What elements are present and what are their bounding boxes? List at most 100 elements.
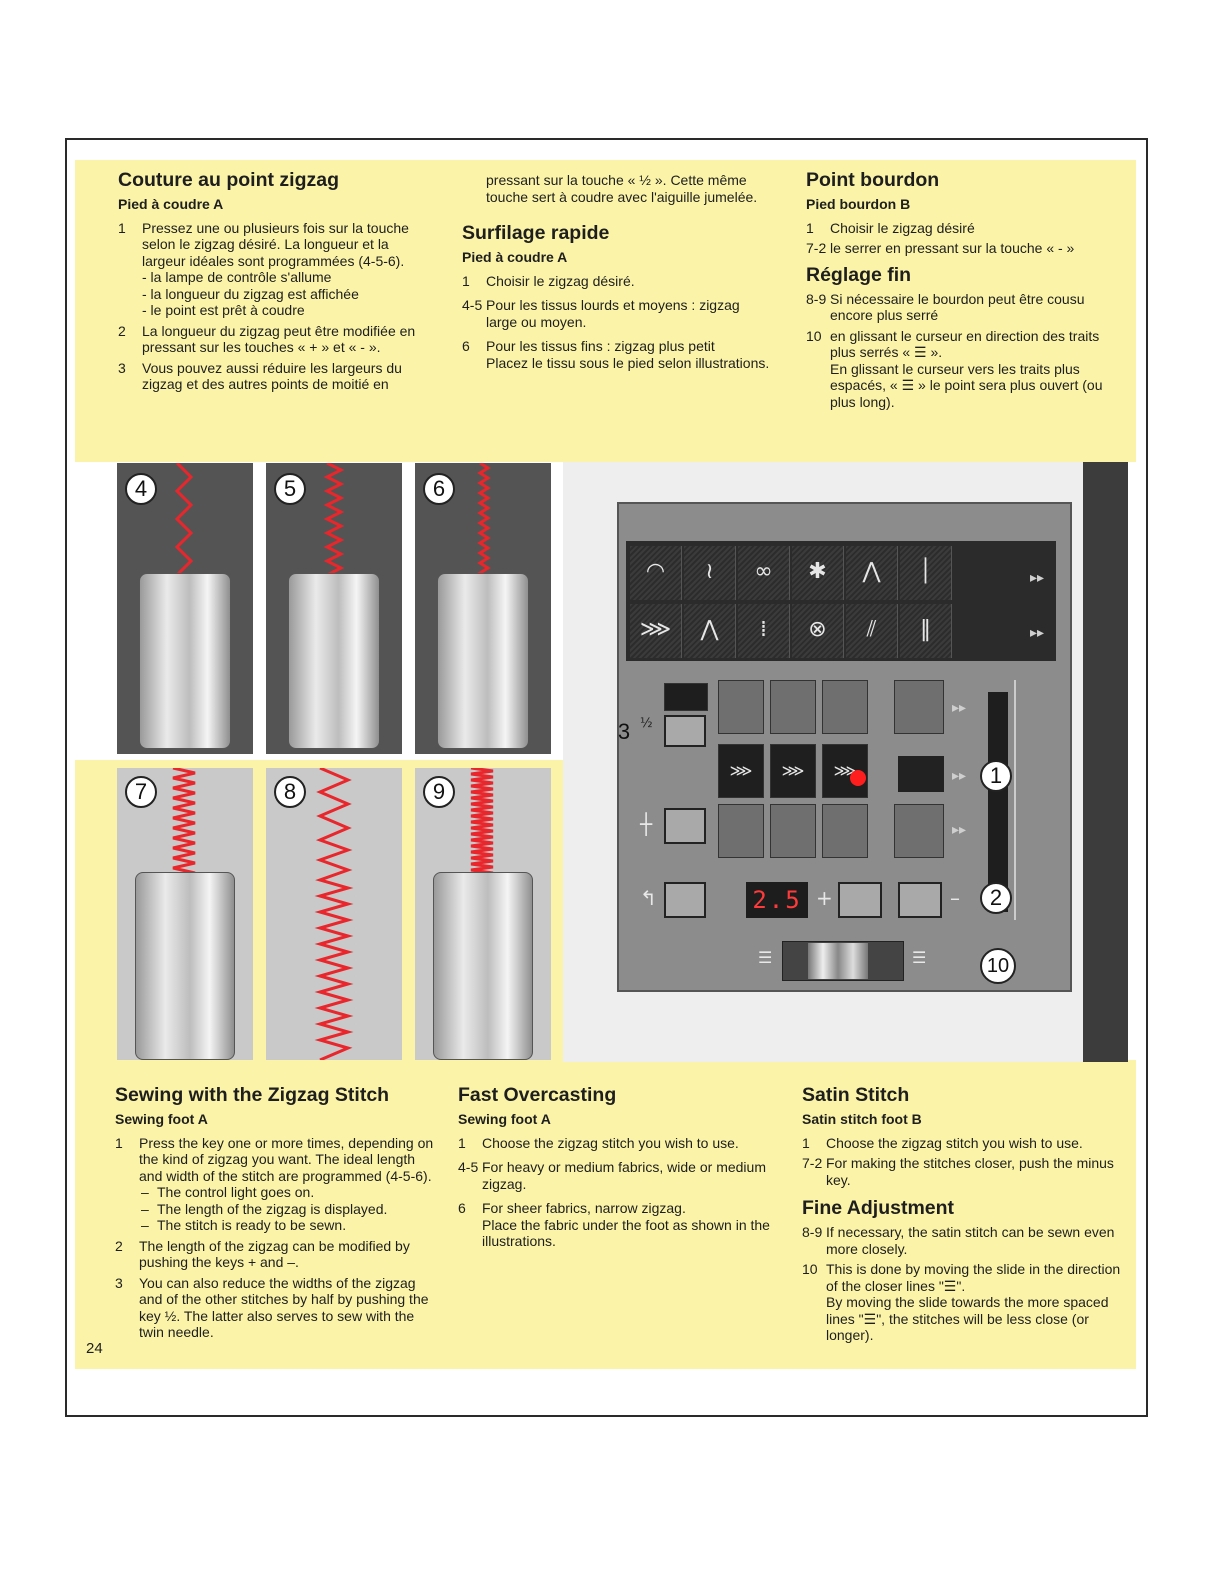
- stitch-length-display: 2.5: [746, 882, 808, 918]
- stitch-key-10[interactable]: ⊗: [792, 604, 844, 658]
- photo-badge-7: 7: [125, 776, 157, 808]
- plus-label: +: [816, 886, 833, 910]
- en-overcast-item-1: 1 Choose the zigzag stitch you wish to u…: [458, 1134, 739, 1151]
- half-key-label: ½: [640, 716, 653, 731]
- fr-satin-foot: Pied bourdon B: [806, 196, 911, 212]
- stitch-key-12[interactable]: ‖: [900, 604, 952, 658]
- fr-zigzag-item-1: 1 Pressez une ou plusieurs fois sur la t…: [118, 219, 409, 319]
- spaced-lines-icon: ☰: [912, 948, 927, 967]
- zigzag-key-1[interactable]: ⋙: [718, 744, 764, 798]
- stitch-key-5[interactable]: ⋀: [846, 546, 898, 600]
- buttonhole-key-3[interactable]: [822, 804, 868, 858]
- en-satin-item-2: 7-2 For making the stitches closer, push…: [802, 1155, 1114, 1188]
- stitch-key-3[interactable]: ∞: [738, 546, 790, 600]
- en-satin-foot: Satin stitch foot B: [802, 1111, 922, 1127]
- stitch-key-9[interactable]: ⁞: [738, 604, 790, 658]
- callout-1: 1: [980, 760, 1012, 792]
- fr-zigzag-item-2: 2 La longueur du zigzag peut être modifi…: [118, 322, 416, 356]
- fr-zigzag-title: Couture au point zigzag: [118, 169, 339, 191]
- en-zigzag-title: Sewing with the Zigzag Stitch: [115, 1084, 390, 1106]
- half-width-key[interactable]: [664, 715, 706, 747]
- plus-key[interactable]: [838, 882, 882, 918]
- program-key-1[interactable]: [718, 680, 764, 734]
- photo-7: 7: [117, 768, 253, 1060]
- program-key-4[interactable]: [894, 680, 944, 734]
- fr-fine-title: Réglage fin: [806, 263, 912, 286]
- en-zigzag-item-2: 2 The length of the zigzag can be modifi…: [115, 1237, 410, 1271]
- closer-lines-icon: ☰: [758, 948, 773, 967]
- buttonhole-key-2[interactable]: [770, 804, 816, 858]
- fr-overcast-item-2: 4-5 Pour les tissus lourds et moyens : z…: [462, 297, 740, 330]
- buttonhole-key-4[interactable]: [894, 804, 944, 858]
- stitch-key-2[interactable]: ≀: [684, 546, 736, 600]
- fr-continuation: pressant sur la touche « ½ ». Cette même…: [486, 172, 758, 205]
- row-arrow-1: ▸▸: [1030, 570, 1045, 586]
- fr-overcast-foot: Pied à coudre A: [462, 249, 568, 265]
- fr-zigzag-foot: Pied à coudre A: [118, 196, 224, 212]
- fr-satin-item-2: 7-2 le serrer en pressant sur la touche …: [806, 240, 1075, 256]
- row-arrow-5: ▸▸: [952, 822, 967, 838]
- stitch-key-7[interactable]: ⋙: [630, 604, 682, 658]
- needle-position-icon: ┼: [640, 812, 653, 836]
- minus-key[interactable]: [898, 882, 942, 918]
- speed-slider-scale: [1014, 680, 1034, 920]
- fine-adjust-knob[interactable]: [808, 943, 868, 979]
- fr-overcast-item-3: 6 Pour les tissus fins : zigzag plus pet…: [462, 338, 770, 371]
- program-key-3[interactable]: [822, 680, 868, 734]
- fr-fine-item-2: 10 en glissant le curseur en direction d…: [806, 327, 1103, 410]
- en-overcast-item-3: 6 For sheer fabrics, narrow zigzag. Plac…: [458, 1200, 770, 1249]
- en-zigzag-item-3: 3 You can also reduce the widths of the …: [115, 1274, 429, 1341]
- return-arrow-icon: ↰: [640, 886, 657, 910]
- zigzag-key-2[interactable]: ⋙: [770, 744, 816, 798]
- fr-overcast-item-1: 1 Choisir le zigzag désiré.: [462, 272, 635, 289]
- reverse-key[interactable]: [664, 808, 706, 844]
- program-key-2[interactable]: [770, 680, 816, 734]
- en-fine-title: Fine Adjustment: [802, 1197, 955, 1219]
- speed-slider-track[interactable]: [988, 692, 1008, 912]
- control-light-icon: [850, 770, 866, 786]
- en-zigzag-section: Sewing with the Zigzag Stitch Sewing foo…: [115, 1083, 435, 1345]
- row-arrow-2: ▸▸: [1030, 625, 1045, 641]
- callout-2: 2: [980, 882, 1012, 914]
- en-satin-title: Satin Stitch: [802, 1084, 910, 1106]
- en-overcast-section: Fast Overcasting Sewing foot A 1 Choose …: [458, 1083, 780, 1254]
- photo-badge-6: 6: [423, 473, 455, 505]
- photo-4: 4: [117, 463, 253, 754]
- fr-overcast-section: pressant sur la touche « ½ ». Cette même…: [462, 172, 772, 375]
- photo-8: 8: [266, 768, 402, 1060]
- fr-zigzag-section: Couture au point zigzag Pied à coudre A …: [118, 168, 436, 397]
- photo-6: 6: [415, 463, 551, 754]
- fr-satin-section: Point bourdon Pied bourdon B 1 Choisir l…: [806, 168, 1124, 414]
- en-overcast-title: Fast Overcasting: [458, 1084, 617, 1106]
- fr-satin-title: Point bourdon: [806, 169, 940, 191]
- fr-fine-item-1: 8-9 Si nécessaire le bourdon peut être c…: [806, 290, 1085, 324]
- en-fine-item-2: 10 This is done by moving the slide in t…: [802, 1261, 1121, 1343]
- program-select-key[interactable]: [898, 756, 944, 792]
- french-text-band: [75, 160, 1136, 462]
- memory-key[interactable]: [664, 882, 706, 918]
- en-fine-item-1: 8-9 If necessary, the satin stitch can b…: [802, 1224, 1115, 1257]
- page-number: 24: [86, 1340, 103, 1357]
- stitch-key-6[interactable]: │: [900, 546, 952, 600]
- photo-badge-5: 5: [274, 473, 306, 505]
- fr-overcast-title: Surfilage rapide: [462, 222, 610, 244]
- en-satin-item-1: 1 Choose the zigzag stitch you wish to u…: [802, 1134, 1083, 1151]
- stitch-key-1[interactable]: ◠: [630, 546, 682, 600]
- stitch-key-4[interactable]: ✱: [792, 546, 844, 600]
- callout-10: 10: [980, 948, 1016, 984]
- needle-stop-indicator: [664, 683, 708, 711]
- en-satin-section: Satin Stitch Satin stitch foot B 1 Choos…: [802, 1083, 1124, 1348]
- minus-label: –: [950, 886, 960, 910]
- row-arrow-3: ▸▸: [952, 700, 967, 716]
- photo-badge-9: 9: [423, 776, 455, 808]
- en-zigzag-foot: Sewing foot A: [115, 1111, 208, 1127]
- stitch-key-11[interactable]: ⫽: [846, 604, 898, 658]
- row-arrow-4: ▸▸: [952, 768, 967, 784]
- en-overcast-foot: Sewing foot A: [458, 1111, 551, 1127]
- stitch-key-8[interactable]: ⋀: [684, 604, 736, 658]
- buttonhole-key-1[interactable]: [718, 804, 764, 858]
- machine-edge: [1083, 462, 1128, 1062]
- fr-zigzag-item-3: 3 Vous pouvez aussi réduire les largeurs…: [118, 359, 402, 393]
- en-zigzag-item-1: 1 Press the key one or more times, depen…: [115, 1135, 435, 1234]
- en-overcast-item-2: 4-5 For heavy or medium fabrics, wide or…: [458, 1159, 766, 1192]
